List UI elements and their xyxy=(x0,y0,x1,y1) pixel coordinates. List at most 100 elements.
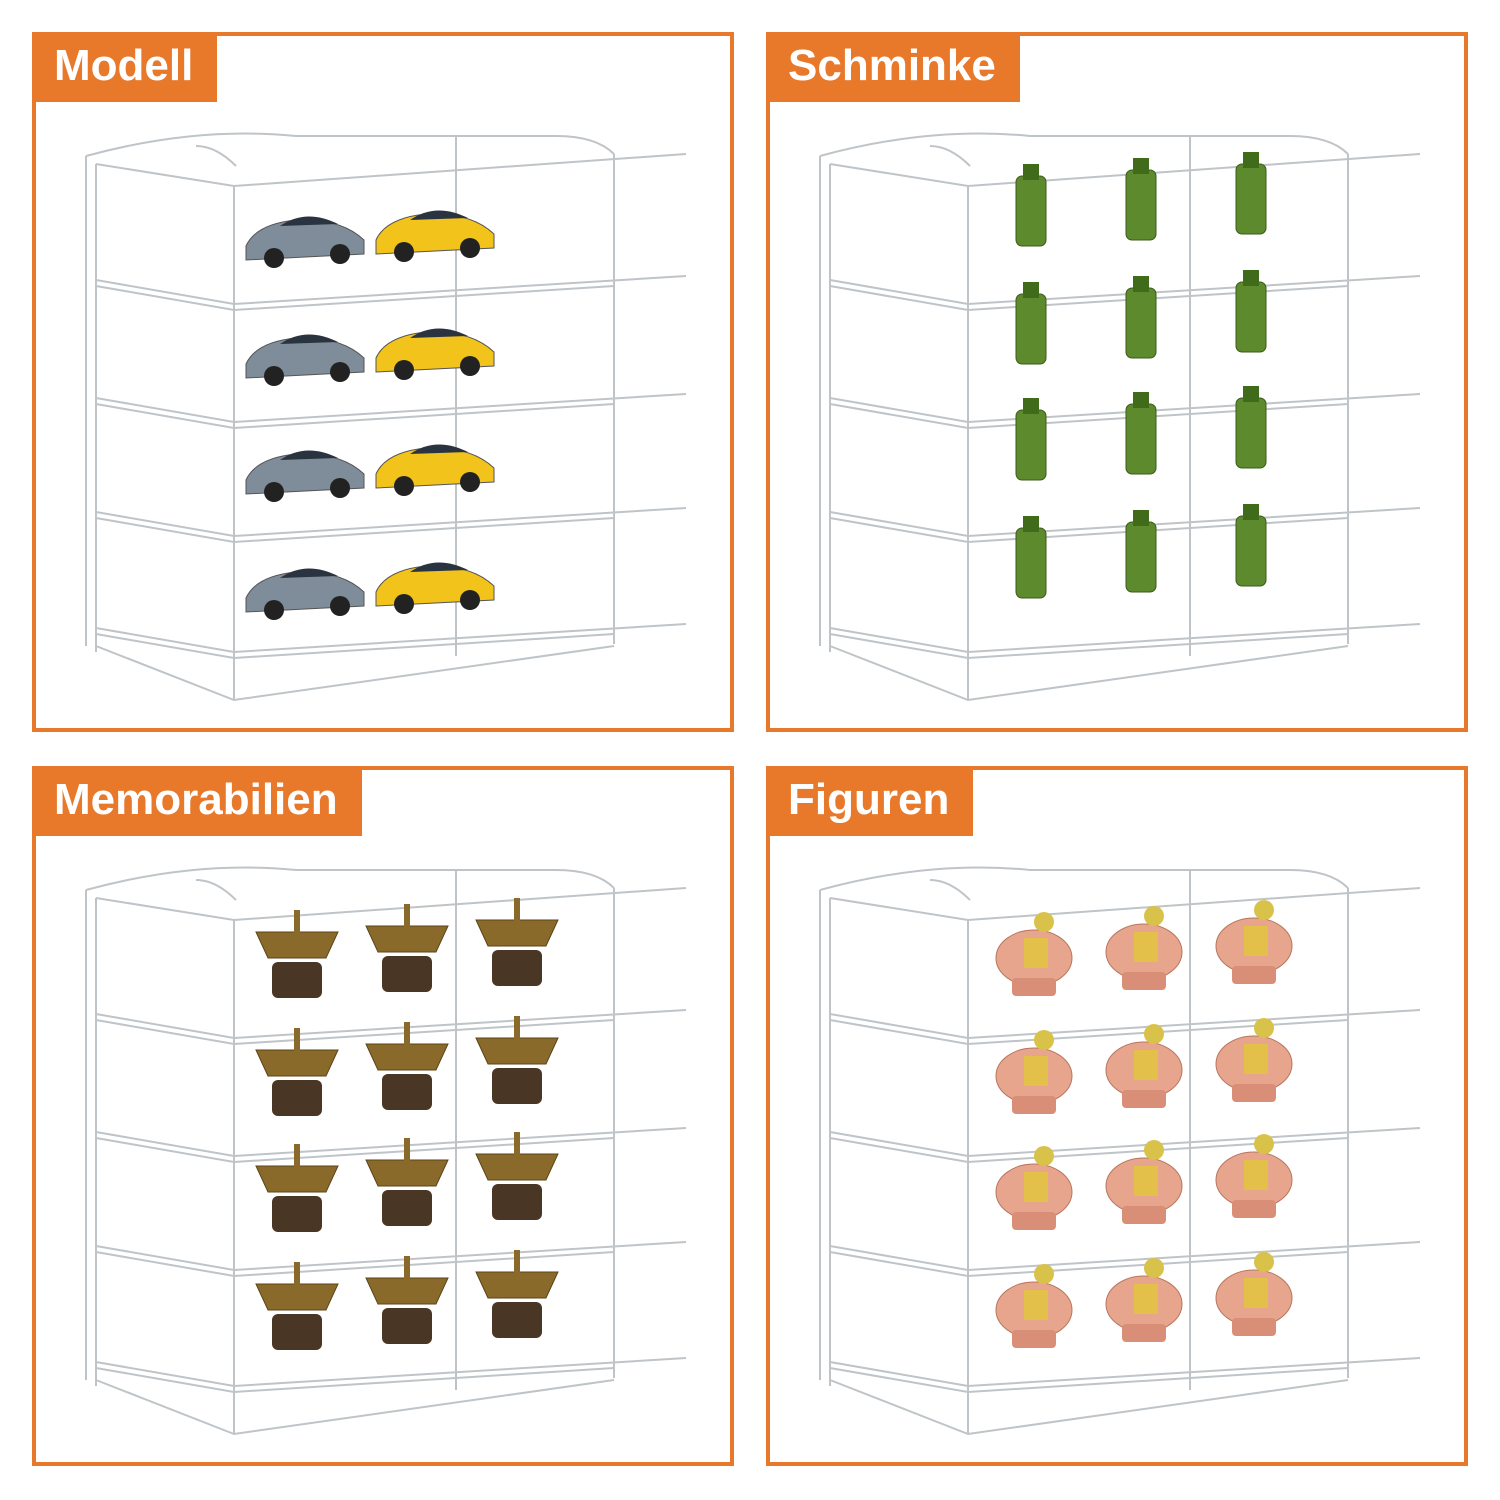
shelf-edge xyxy=(95,623,687,654)
cabinet-top-curve xyxy=(819,866,1349,891)
shelf-edge xyxy=(95,285,615,312)
bronze-figurine-head xyxy=(475,919,559,947)
shelf-edge xyxy=(95,403,615,430)
bronze-figurine-spike xyxy=(294,910,300,934)
horse-figurine-base xyxy=(1012,1096,1056,1114)
cabinet-bottom-edge xyxy=(95,645,615,702)
horse-figurine-rider xyxy=(1144,1024,1164,1044)
bottle-neck xyxy=(1023,398,1039,414)
shelf-edge xyxy=(95,517,615,544)
bronze-figurine-head xyxy=(475,1271,559,1299)
car-model-wheel xyxy=(460,238,480,258)
shelf-items xyxy=(245,210,495,620)
bronze-figurine-base xyxy=(492,950,542,986)
car-model-window xyxy=(280,568,338,578)
horse-figurine-base xyxy=(1232,966,1276,984)
shelf-edge xyxy=(829,1137,1349,1164)
horse-figurine-rider xyxy=(1254,900,1274,920)
horse-figurine-rider xyxy=(1144,906,1164,926)
car-model-wheel xyxy=(264,366,284,386)
shelf-edge xyxy=(95,1009,687,1040)
car-model-wheel xyxy=(394,360,414,380)
shelf-edge xyxy=(829,393,1421,424)
horse-figurine-rider xyxy=(1254,1252,1274,1272)
cabinet-top-curve xyxy=(195,145,237,167)
horse-figurine-base xyxy=(1122,1324,1166,1342)
cabinet-bottom-edge xyxy=(829,1379,1349,1436)
car-model-wheel xyxy=(264,600,284,620)
bronze-figurine-spike xyxy=(514,1250,520,1274)
shelf-edge xyxy=(95,1019,615,1046)
bottle-neck xyxy=(1243,504,1259,520)
bronze-figurine-head xyxy=(365,925,449,953)
bronze-figurine-spike xyxy=(514,898,520,922)
shelf-edge xyxy=(95,1137,615,1164)
bottle-body xyxy=(1125,287,1157,359)
horse-figurine-rider xyxy=(1034,1264,1054,1284)
panel-label: Schminke xyxy=(770,36,1020,102)
car-model-window xyxy=(280,334,338,344)
shelf-edge xyxy=(829,1019,1349,1046)
bottle-body xyxy=(1235,397,1267,469)
panel-label: Memorabilien xyxy=(36,770,362,836)
cabinet-top-curve xyxy=(819,132,1349,157)
cabinet-top-curve xyxy=(85,866,615,891)
shelf-edge xyxy=(829,275,1421,306)
bottle-body xyxy=(1125,521,1157,593)
horse-figurine-base xyxy=(1012,1212,1056,1230)
bottle-neck xyxy=(1023,516,1039,532)
cabinet-top-curve xyxy=(929,145,971,167)
bottle-body xyxy=(1235,163,1267,235)
shelf-edge xyxy=(829,403,1349,430)
bronze-figurine-base xyxy=(272,1080,322,1116)
bronze-figurine-spike xyxy=(514,1016,520,1040)
shelf-edge xyxy=(95,1241,687,1272)
horse-figurine-rider xyxy=(1254,1018,1274,1038)
bronze-figurine-base xyxy=(492,1184,542,1220)
shelf-edge xyxy=(829,1009,1421,1040)
cabinet-bottom-edge xyxy=(829,645,1349,702)
bottle-body xyxy=(1015,527,1047,599)
horse-figurine-base xyxy=(1232,1318,1276,1336)
bronze-figurine-base xyxy=(382,956,432,992)
bronze-figurine-head xyxy=(365,1277,449,1305)
bronze-figurine-base xyxy=(492,1302,542,1338)
bronze-figurine-head xyxy=(365,1043,449,1071)
car-model-window xyxy=(410,562,468,572)
cabinet-top-edge xyxy=(829,153,1421,188)
horse-figurine-base xyxy=(1122,972,1166,990)
horse-figurine-base xyxy=(1232,1084,1276,1102)
cabinet-top-edge xyxy=(95,153,687,188)
horse-figurine-saddle xyxy=(1244,1044,1268,1074)
bottle-body xyxy=(1125,169,1157,241)
shelf-edge xyxy=(95,1367,615,1394)
horse-figurine-saddle xyxy=(1024,1172,1048,1202)
car-model-wheel xyxy=(394,476,414,496)
horse-figurine-base xyxy=(1012,978,1056,996)
bronze-figurine-base xyxy=(382,1308,432,1344)
horse-figurine-saddle xyxy=(1024,1290,1048,1320)
bronze-figurine-spike xyxy=(294,1028,300,1052)
cabinet-top-edge xyxy=(95,887,687,922)
bronze-figurine-head xyxy=(255,1049,339,1077)
cabinet-top-curve xyxy=(85,132,615,157)
bottle-neck xyxy=(1133,392,1149,408)
shelf-items xyxy=(255,898,559,1350)
horse-figurine-rider xyxy=(1034,1030,1054,1050)
bottle-body xyxy=(1015,175,1047,247)
shelf-edge xyxy=(829,1251,1349,1278)
bottle-neck xyxy=(1133,276,1149,292)
shelf-items xyxy=(995,900,1293,1348)
panel-modell: Modell xyxy=(32,32,734,732)
car-model-wheel xyxy=(330,478,350,498)
panel-figuren: Figuren xyxy=(766,766,1468,1466)
bronze-figurine-base xyxy=(272,1196,322,1232)
acrylic-display-cabinet xyxy=(85,132,687,702)
bronze-figurine-spike xyxy=(294,1144,300,1168)
car-model-wheel xyxy=(330,596,350,616)
cabinet-frame xyxy=(85,132,687,702)
acrylic-display-cabinet xyxy=(85,866,687,1436)
horse-figurine-rider xyxy=(1144,1258,1164,1278)
bronze-figurine-base xyxy=(382,1190,432,1226)
bottle-body xyxy=(1015,293,1047,365)
